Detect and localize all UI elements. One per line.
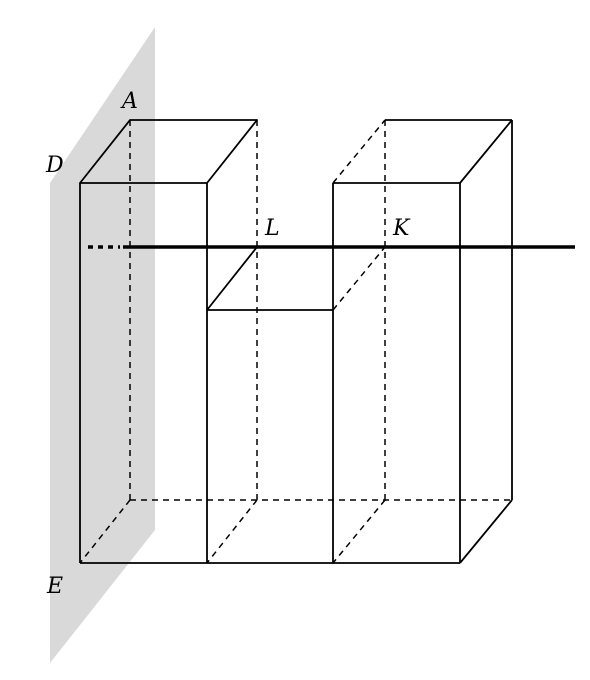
label-e: E <box>46 574 63 599</box>
label-l: L <box>264 216 280 241</box>
left-block-top-face <box>79 119 258 184</box>
hidden-edge <box>332 246 386 311</box>
hidden-edge <box>332 499 386 564</box>
hidden-edge <box>332 119 386 184</box>
hidden-edge <box>79 499 131 564</box>
label-d: D <box>45 153 64 178</box>
label-a: A <box>120 89 138 114</box>
label-k: K <box>392 216 411 241</box>
visible-edge <box>459 499 513 564</box>
visible-edge <box>459 119 513 184</box>
shaded-plane <box>50 27 155 663</box>
hidden-edge <box>206 499 258 564</box>
visible-edge <box>206 246 258 311</box>
